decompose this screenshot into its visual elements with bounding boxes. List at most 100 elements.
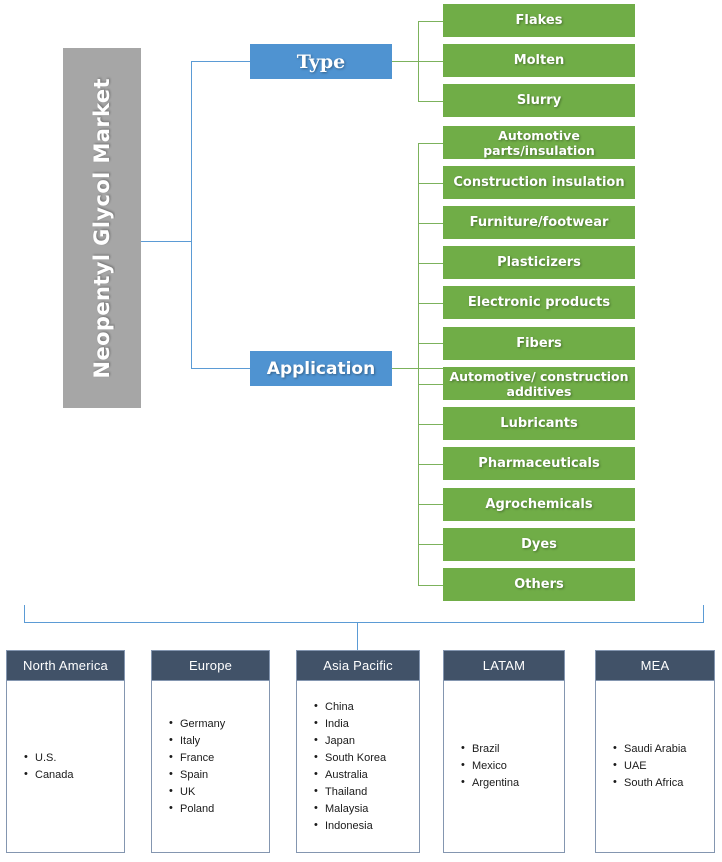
application-item-agrochemicals: Agrochemicals: [443, 488, 635, 521]
application-item-automotive-parts-insulation: Automotive parts/insulation: [443, 126, 635, 159]
application-item-construction-insulation: Construction insulation: [443, 166, 635, 199]
region-country-list: Brazil Mexico Argentina: [458, 740, 564, 792]
connector-app-to-item-2: [418, 183, 443, 184]
connector-type-to-flakes: [418, 21, 443, 22]
type-item-label: Slurry: [516, 93, 562, 108]
list-item: Saudi Arabia: [613, 740, 714, 758]
type-item-label: Molten: [513, 53, 565, 68]
region-body: Germany Italy France Spain UK Poland: [151, 681, 270, 853]
type-item-slurry: Slurry: [443, 84, 635, 117]
region-body: Brazil Mexico Argentina: [443, 681, 565, 853]
connector-root-spine: [191, 61, 192, 369]
application-item-label: Pharmaceuticals: [478, 456, 600, 471]
application-item-label: Agrochemicals: [485, 497, 593, 512]
application-item-others: Others: [443, 568, 635, 601]
list-item: India: [314, 715, 419, 733]
list-item: Thailand: [314, 783, 419, 801]
application-item-label: Automotive/ construction additives: [449, 368, 629, 399]
region-header: Asia Pacific: [296, 650, 420, 681]
connector-app-to-item-12: [418, 585, 443, 586]
connector-region-spine: [24, 622, 704, 623]
segment-box-application: Application: [250, 351, 392, 386]
list-item: Argentina: [461, 774, 564, 792]
connector-app-to-item-9: [418, 464, 443, 465]
list-item: Mexico: [461, 757, 564, 775]
list-item: Malaysia: [314, 800, 419, 818]
list-item: Canada: [24, 766, 124, 784]
segment-label-type: Type: [296, 50, 346, 73]
region-name: North America: [23, 658, 108, 673]
list-item: Germany: [169, 715, 269, 733]
connector-app-to-item-3: [418, 223, 443, 224]
connector-app-to-item-7: [418, 384, 443, 385]
region-name: MEA: [640, 658, 670, 673]
application-item-label: Furniture/footwear: [469, 215, 609, 230]
application-item-automotive-construction-additives: Automotive/ construction additives: [443, 367, 635, 400]
connector-root-to-type: [191, 61, 251, 62]
connector-root-stub: [141, 241, 192, 242]
connector-region-center-drop: [357, 622, 358, 650]
connector-app-to-item-10: [418, 504, 443, 505]
application-item-pharmaceuticals: Pharmaceuticals: [443, 447, 635, 480]
type-item-flakes: Flakes: [443, 4, 635, 37]
application-item-label: Electronic products: [467, 295, 611, 310]
list-item: UAE: [613, 757, 714, 775]
application-item-label: Others: [514, 577, 564, 592]
connector-type-stub: [392, 61, 443, 62]
connector-app-to-item-6: [418, 343, 443, 344]
application-item-fibers: Fibers: [443, 327, 635, 360]
region-country-list: Saudi Arabia UAE South Africa: [610, 740, 714, 792]
region-country-list: China India Japan South Korea Australia …: [311, 698, 419, 835]
region-card-europe: Europe Germany Italy France Spain UK Pol…: [151, 650, 270, 853]
region-name: Europe: [188, 658, 233, 673]
connector-application-stub: [392, 368, 443, 369]
region-header: North America: [6, 650, 125, 681]
connector-app-to-item-11: [418, 544, 443, 545]
type-item-label: Flakes: [515, 13, 563, 28]
list-item: Brazil: [461, 740, 564, 758]
connector-region-right-drop: [703, 605, 704, 623]
application-item-label: Dyes: [521, 537, 557, 552]
list-item: South Africa: [613, 774, 714, 792]
region-card-latam: LATAM Brazil Mexico Argentina: [443, 650, 565, 853]
region-header: MEA: [595, 650, 715, 681]
application-item-label: Lubricants: [500, 416, 578, 431]
type-item-molten: Molten: [443, 44, 635, 77]
application-item-electronic-products: Electronic products: [443, 286, 635, 319]
region-body: U.S. Canada: [6, 681, 125, 853]
list-item: Italy: [169, 732, 269, 750]
list-item: China: [314, 698, 419, 716]
list-item: Spain: [169, 766, 269, 784]
segment-box-type: Type: [250, 44, 392, 79]
connector-app-to-item-1: [418, 143, 443, 144]
region-name: Asia Pacific: [323, 658, 393, 673]
application-item-label: Automotive parts/insulation: [483, 127, 595, 158]
list-item: France: [169, 749, 269, 767]
application-item-lubricants: Lubricants: [443, 407, 635, 440]
region-card-mea: MEA Saudi Arabia UAE South Africa: [595, 650, 715, 853]
region-body: China India Japan South Korea Australia …: [296, 681, 420, 853]
connector-app-to-item-8: [418, 424, 443, 425]
connector-root-to-application: [191, 368, 251, 369]
connector-type-to-molten: [418, 61, 443, 62]
list-item: UK: [169, 783, 269, 801]
segment-label-application: Application: [266, 358, 376, 379]
application-item-label: Construction insulation: [453, 175, 625, 190]
region-header: Europe: [151, 650, 270, 681]
application-item-furniture-footwear: Furniture/footwear: [443, 206, 635, 239]
list-item: Australia: [314, 766, 419, 784]
list-item: South Korea: [314, 749, 419, 767]
connector-region-left-drop: [24, 605, 25, 623]
region-country-list: U.S. Canada: [21, 749, 124, 784]
list-item: Japan: [314, 732, 419, 750]
application-item-dyes: Dyes: [443, 528, 635, 561]
region-card-north-america: North America U.S. Canada: [6, 650, 125, 853]
connector-app-to-item-4: [418, 263, 443, 264]
region-header: LATAM: [443, 650, 565, 681]
root-market-label: Neopentyl Glycol Market: [90, 77, 114, 379]
application-item-label: Fibers: [516, 336, 562, 351]
list-item: Poland: [169, 800, 269, 818]
region-card-asia-pacific: Asia Pacific China India Japan South Kor…: [296, 650, 420, 853]
root-market-box: Neopentyl Glycol Market: [63, 48, 141, 408]
